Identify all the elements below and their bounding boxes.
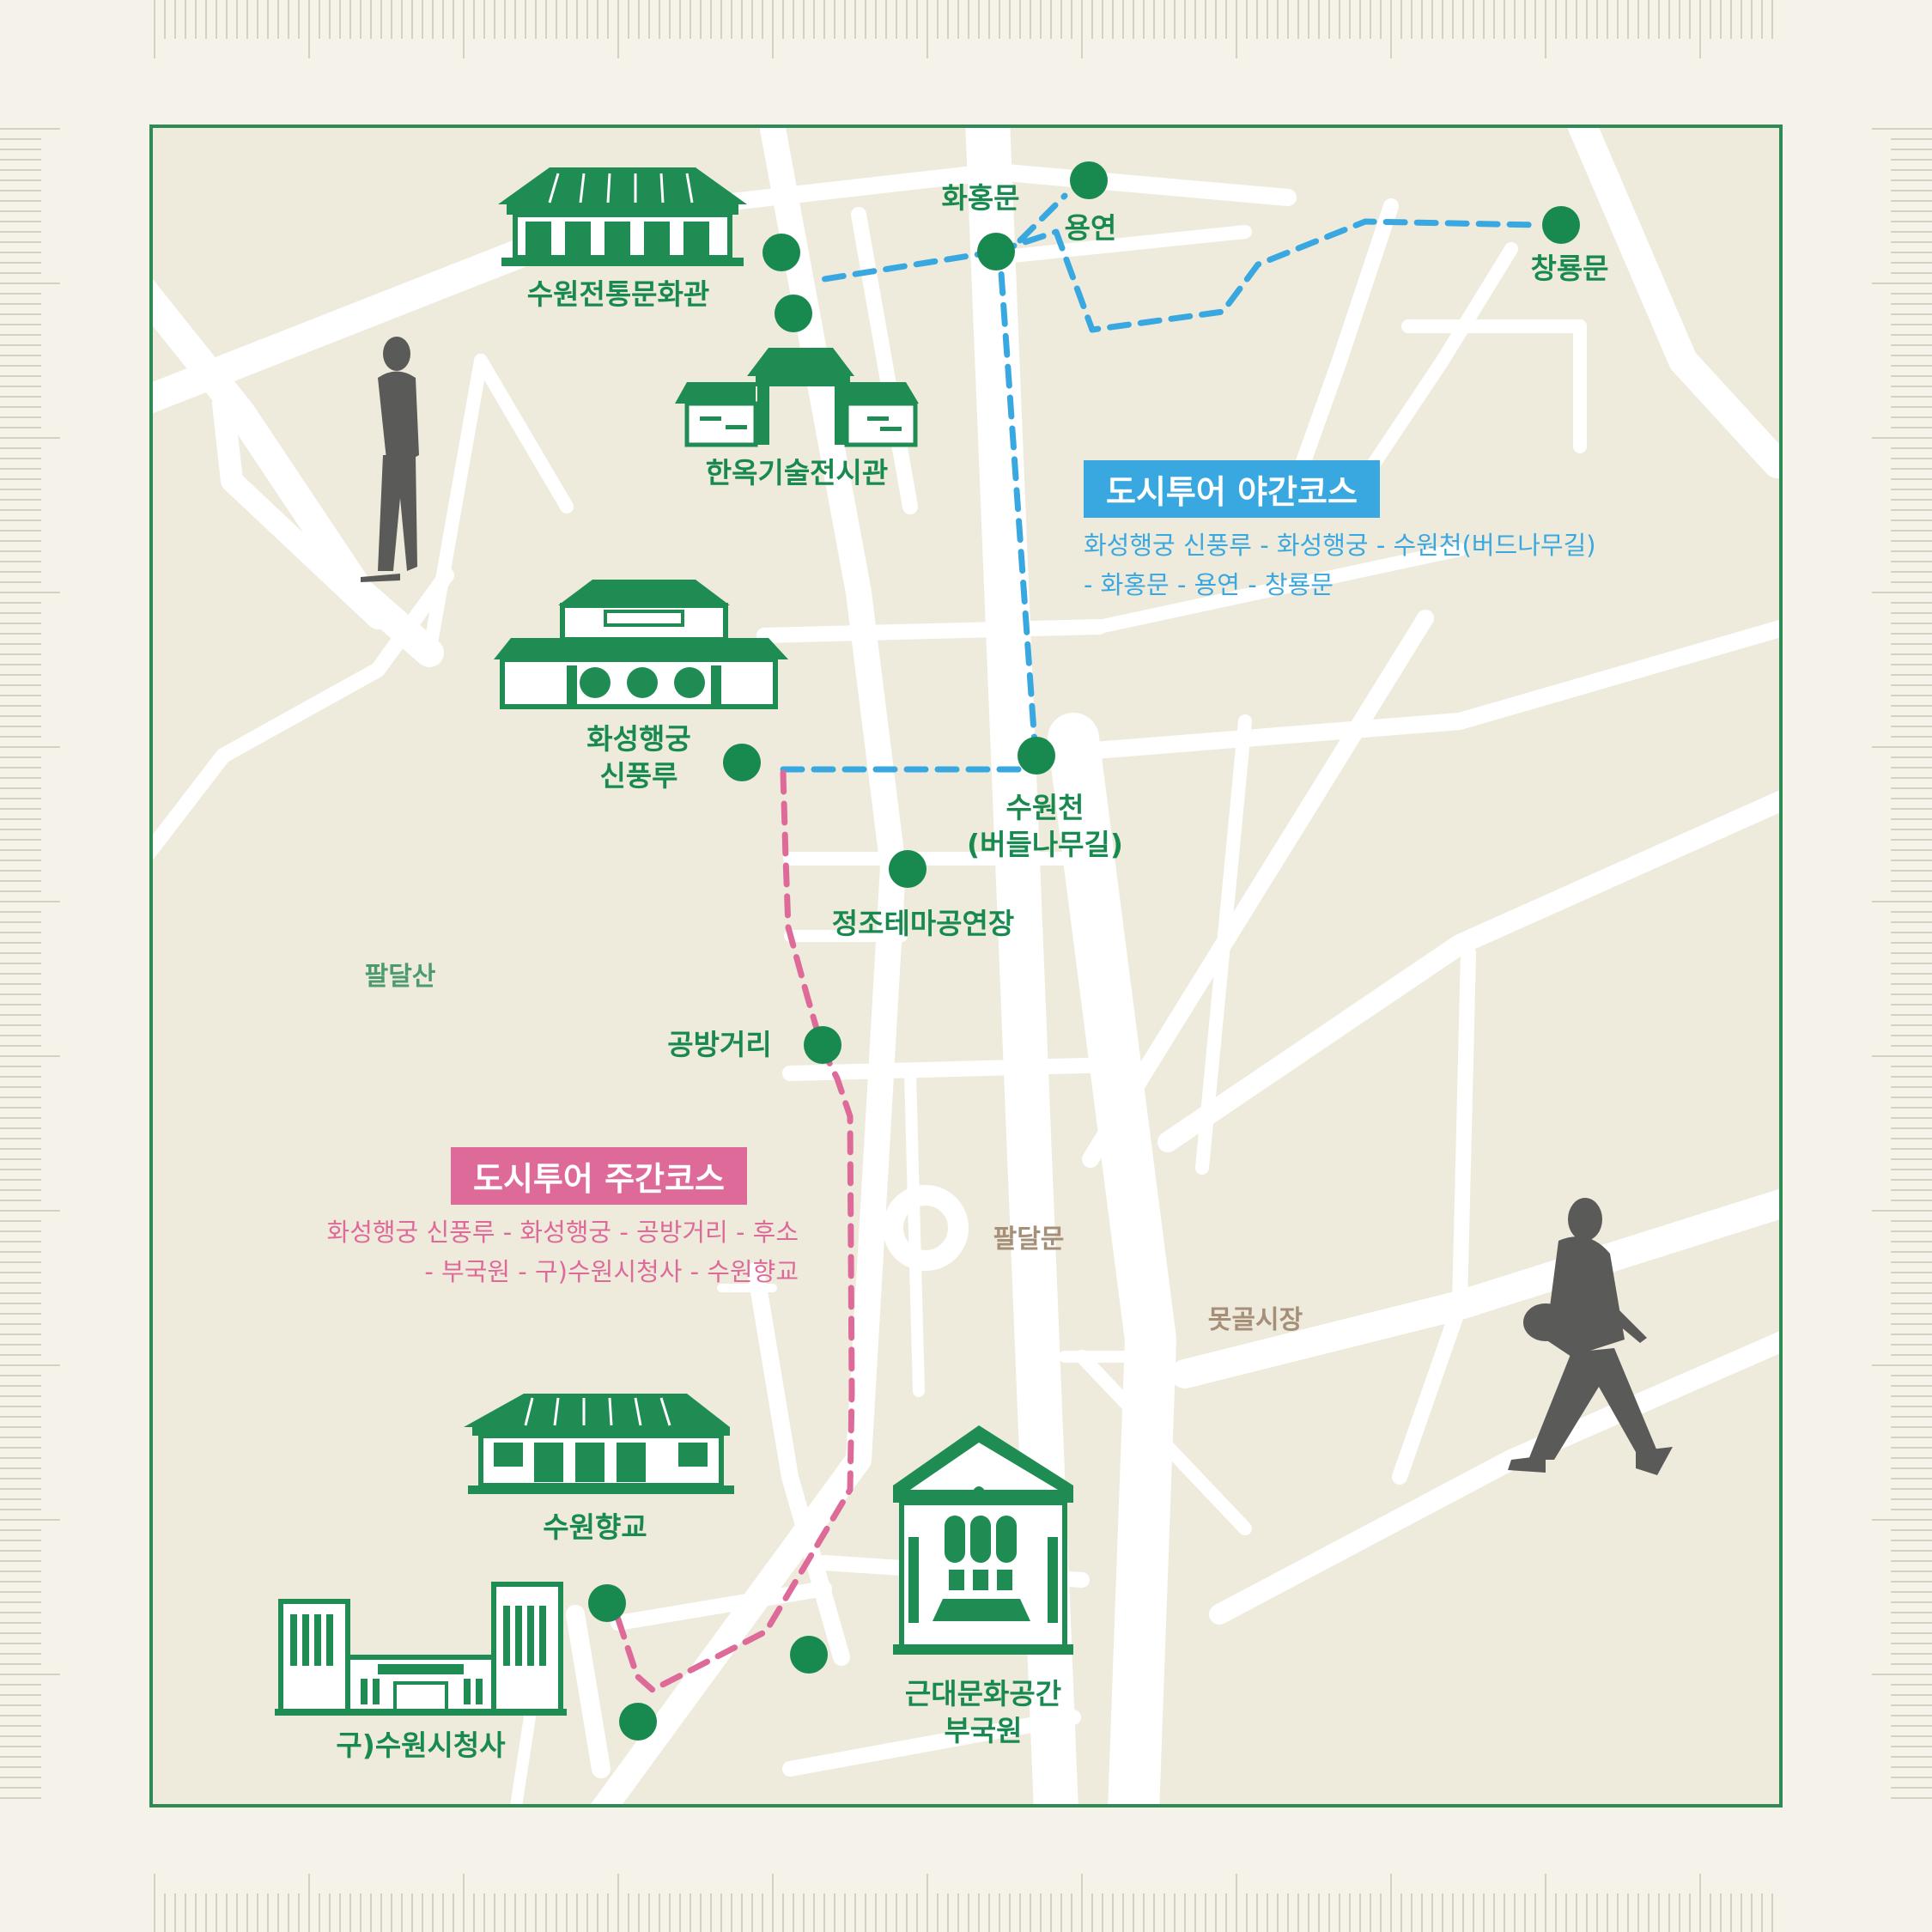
label-hyanggyo: 수원향교 xyxy=(543,1510,647,1544)
label-suwoncheon-line1: 수원천 xyxy=(1005,791,1084,824)
day-route xyxy=(613,769,855,1693)
marker-suwoncheon[interactable] xyxy=(1018,737,1055,775)
area-paldalsan: 팔달산 xyxy=(364,962,436,992)
hyanggyo-icon xyxy=(464,1394,734,1494)
label-changnyongmun: 창룡문 xyxy=(1530,252,1609,285)
label-busukwon-line1: 근대문화공간 xyxy=(904,1677,1062,1710)
label-hwahongmun: 화홍문 xyxy=(941,181,1020,215)
marker-craft-street[interactable] xyxy=(804,1026,841,1064)
night-course-line1: 화성행궁 신풍루 - 화성행궁 - 수원천(버드나무길) xyxy=(1084,531,1596,560)
label-busukwon-line2: 부국원 xyxy=(944,1713,1023,1747)
hanok-hall-icon xyxy=(675,348,919,447)
standing-person-icon xyxy=(361,337,419,582)
night-course-description: 화성행궁 신풍루 - 화성행궁 - 수원천(버드나무길) - 화홍문 - 용연 … xyxy=(1084,526,1596,605)
map-frame xyxy=(149,125,1783,1807)
day-course-description: 화성행궁 신풍루 - 화성행궁 - 공방거리 - 후소 - 부국원 - 구)수원… xyxy=(327,1212,799,1292)
label-old-city-hall: 구)수원시청사 xyxy=(336,1728,506,1762)
label-suwoncheon-line2: (버들나무길) xyxy=(967,827,1123,861)
walking-person-icon xyxy=(1508,1198,1673,1475)
night-course-title: 도시투어 야간코스 xyxy=(1084,460,1380,518)
marker-changnyongmun[interactable] xyxy=(1542,206,1580,244)
area-motgol: 못골시장 xyxy=(1207,1305,1303,1335)
busukwon-icon xyxy=(893,1425,1073,1655)
marker-traditional-culture-hall[interactable] xyxy=(762,234,800,271)
area-paldalmun: 팔달문 xyxy=(993,1224,1065,1255)
night-course-line2: - 화홍문 - 용연 - 창룡문 xyxy=(1084,570,1334,600)
traditional-culture-hall-icon xyxy=(498,167,747,266)
marker-hyanggyo[interactable] xyxy=(588,1584,626,1622)
marker-hwaseong[interactable] xyxy=(723,744,761,781)
day-course-line1: 화성행궁 신풍루 - 화성행궁 - 공방거리 - 후소 xyxy=(326,1218,799,1247)
roads xyxy=(151,126,1781,1806)
label-hanok-hall: 한옥기술전시관 xyxy=(705,456,889,489)
night-route xyxy=(780,192,1540,773)
label-traditional-culture-hall: 수원전통문화관 xyxy=(526,277,710,311)
label-hwaseong-line2: 신풍루 xyxy=(599,758,678,793)
marker-hwahongmun[interactable] xyxy=(977,233,1015,270)
marker-yongyeon[interactable] xyxy=(1070,161,1108,199)
hwaseong-gate-icon xyxy=(494,580,788,709)
label-busukwon: 근대문화공간 부국원 xyxy=(905,1676,1061,1750)
label-jeongjo-theater: 정조테마공연장 xyxy=(831,907,1015,940)
marker-hanok-hall[interactable] xyxy=(775,295,812,332)
label-hwaseong: 화성행궁 신풍루 xyxy=(586,721,690,795)
roundabout xyxy=(883,1185,969,1271)
day-course-title: 도시투어 주간코스 xyxy=(451,1147,747,1205)
marker-old-city-hall[interactable] xyxy=(619,1703,657,1741)
markers xyxy=(588,161,1580,1741)
label-craft-street: 공방거리 xyxy=(667,1028,772,1061)
label-yongyeon: 용연 xyxy=(1064,211,1117,245)
label-suwoncheon: 수원천 (버들나무길) xyxy=(967,790,1123,864)
marker-jeongjo-theater[interactable] xyxy=(889,850,927,888)
marker-busukwon[interactable] xyxy=(790,1636,828,1674)
old-city-hall-icon xyxy=(275,1582,567,1716)
day-course-line2: - 부국원 - 구)수원시청사 - 수원향교 xyxy=(424,1257,799,1287)
label-hwaseong-line1: 화성행궁 xyxy=(586,722,691,756)
